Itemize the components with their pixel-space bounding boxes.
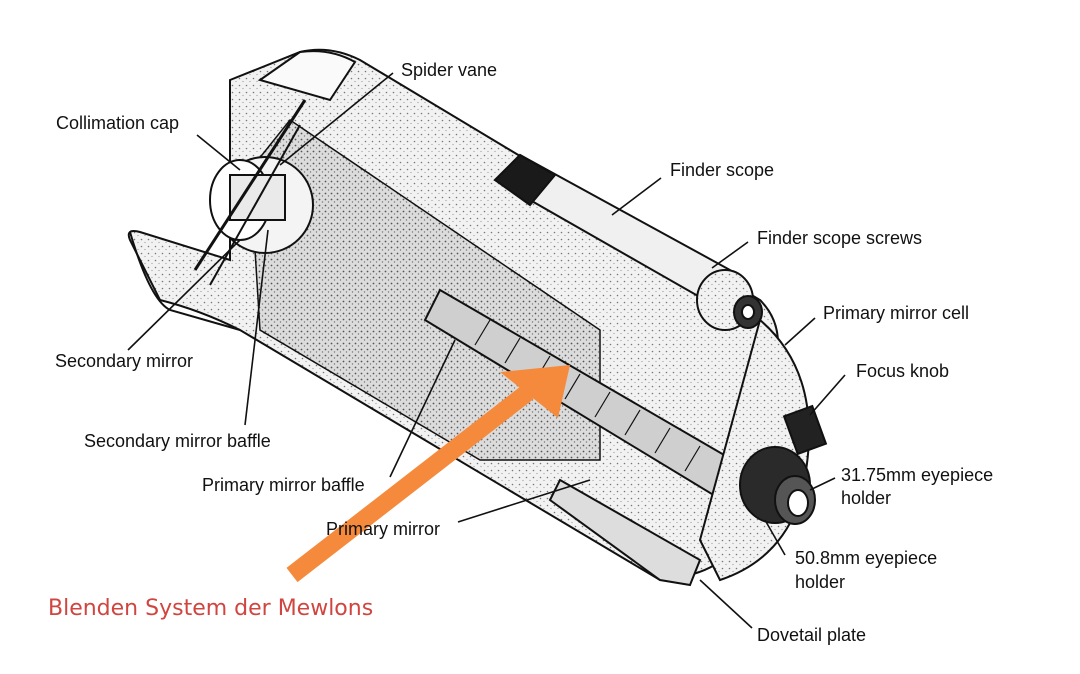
label-dovetail-plate: Dovetail plate: [757, 625, 867, 645]
finder-scope: [493, 153, 763, 331]
secondary-assembly: [193, 99, 314, 286]
label-finder-scope-screws: Finder scope screws: [757, 228, 923, 248]
label-primary-mirror-cell: Primary mirror cell: [823, 303, 969, 323]
label-secondary-mirror-baffle: Secondary mirror baffle: [84, 431, 271, 451]
caption-text: Blenden System der Mewlons: [48, 596, 374, 621]
label-508-eyepiece-holder-line1: 50.8mm eyepiece: [795, 548, 938, 568]
leader-lines: [127, 72, 846, 629]
dovetail-plate-shape: [548, 478, 702, 587]
annotation-arrow: [286, 365, 570, 583]
rear-cell: [698, 318, 828, 582]
label-3175-eyepiece-holder-line1: 31.75mm eyepiece: [841, 465, 994, 485]
label-collimation-cap: Collimation cap: [56, 113, 180, 133]
label-3175-eyepiece-holder-line2: holder: [841, 488, 892, 508]
label-primary-mirror: Primary mirror: [326, 519, 440, 539]
label-508-eyepiece-holder-line2: holder: [795, 572, 846, 592]
label-focus-knob: Focus knob: [856, 361, 950, 381]
label-primary-mirror-baffle: Primary mirror baffle: [202, 475, 365, 495]
label-finder-scope: Finder scope: [670, 160, 775, 180]
label-spider-vane: Spider vane: [401, 60, 498, 80]
label-secondary-mirror: Secondary mirror: [55, 351, 194, 371]
